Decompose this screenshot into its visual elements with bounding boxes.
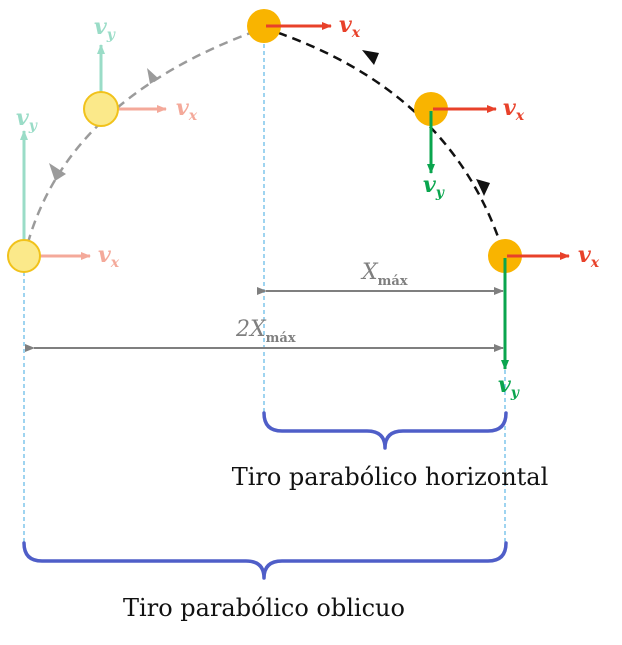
vx-label-launch: vx — [98, 242, 120, 271]
ball-launch — [7, 239, 41, 273]
ball-apex — [247, 9, 281, 43]
direction-arrow-solid-lower — [476, 179, 490, 196]
xmax-label: Xmáx — [360, 260, 408, 289]
vy-label-falling: vy — [423, 172, 445, 201]
vy-label-rising: vy — [94, 14, 116, 43]
vy-label-launch: vy — [16, 105, 38, 134]
oblique-shot-brace — [22, 541, 508, 580]
ball-rising — [83, 91, 119, 127]
ball-launch-group: vy vx — [7, 105, 120, 273]
direction-arrow-faded-upper — [147, 68, 159, 84]
guide-lines — [23, 30, 506, 543]
caption-oblique-shot: Tiro parabólico oblicuo — [123, 594, 405, 622]
two-xmax-label: 2Xmáx — [235, 317, 296, 346]
trajectory-rising-path — [22, 26, 265, 259]
ball-impact-group: vx vy — [488, 239, 600, 401]
direction-arrow-solid-upper — [362, 50, 379, 65]
ball-apex-group: vx — [247, 9, 361, 43]
vx-label-rising: vx — [176, 95, 198, 124]
vx-label-falling: vx — [503, 95, 525, 124]
vx-label-apex: vx — [339, 12, 361, 41]
horizontal-shot-brace — [262, 411, 508, 450]
ball-falling-group: vx vy — [414, 92, 525, 201]
direction-arrow-faded-lower — [49, 163, 66, 181]
ball-falling — [414, 92, 448, 126]
vx-label-impact: vx — [578, 242, 600, 271]
ball-rising-group: vy vx — [83, 14, 198, 127]
trajectory-falling-path — [263, 26, 507, 259]
vy-label-impact: vy — [498, 372, 520, 401]
ball-impact — [488, 239, 522, 273]
caption-horizontal-shot: Tiro parabólico horizontal — [232, 463, 549, 491]
